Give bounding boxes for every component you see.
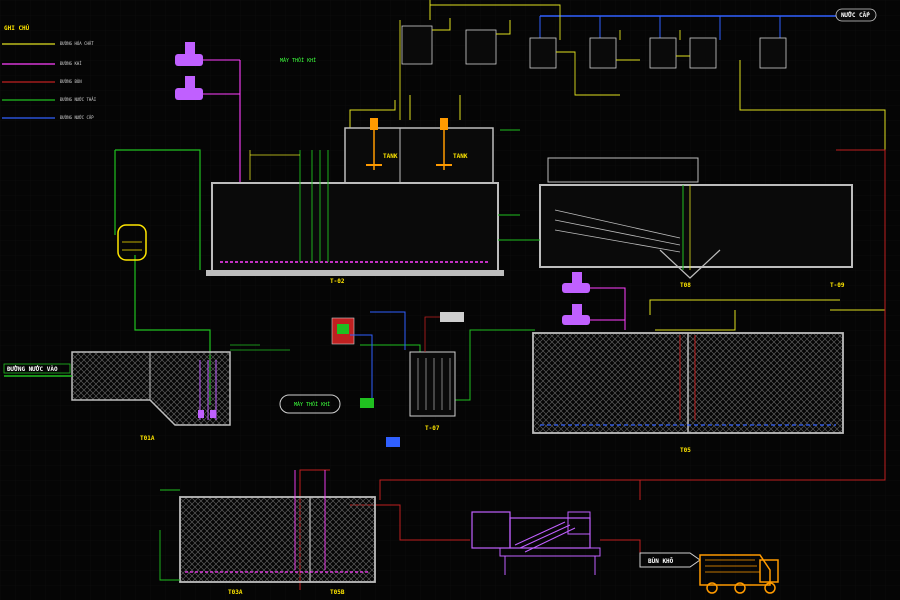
chemical-tank — [759, 37, 787, 69]
legend: GHI CHÚ ĐƯỜNG HÓA CHẤT ĐƯỜNG KHÍ ĐƯỜNG B… — [2, 25, 97, 120]
chemical-dosing-tanks — [349, 0, 886, 311]
compressor-label: MÁY THỔI KHÍ — [294, 400, 330, 408]
legend-item-sludge: ĐƯỜNG BÙN — [2, 79, 82, 84]
aerotank-t02: T-02 — [206, 150, 504, 285]
chemical-tank — [689, 37, 717, 69]
water-supply-label: NƯỚC CẤP — [841, 12, 870, 19]
blower — [562, 315, 590, 325]
chemical-tank — [649, 37, 677, 69]
filter-press — [471, 511, 601, 575]
inlet-label: ĐƯỜNG NƯỚC VÀO — [7, 366, 58, 373]
process-equipment-middle: MÁY THỔI KHÍ T-07 — [279, 311, 464, 447]
tank-label: T03A — [228, 589, 243, 596]
inlet-tank-t01a: T01A — [71, 351, 231, 442]
tank-label: T-07 — [425, 425, 440, 432]
tank-label: T05B — [330, 589, 345, 596]
blower-motor — [185, 42, 195, 56]
blower-motor — [185, 76, 195, 90]
tank-label: T05 — [680, 447, 691, 454]
inlet-label-group: ĐƯỜNG NƯỚC VÀO — [3, 363, 72, 377]
mixer: TANK — [366, 118, 398, 170]
legend-label: ĐƯỜNG KHÍ — [60, 61, 82, 66]
legend-label: ĐƯỜNG BÙN — [60, 79, 82, 84]
tank-label: T01A — [140, 435, 155, 442]
pump — [360, 398, 374, 408]
chemical-trunk-lines — [249, 4, 681, 180]
legend-item-waste: ĐƯỜNG NƯỚC THẢI — [2, 97, 97, 102]
legend-item-supply: ĐƯỜNG NƯỚC CẤP — [2, 115, 94, 120]
sludge-output: BÙN KHÔ — [639, 552, 779, 594]
tank-label: T08 — [680, 282, 691, 289]
legend-label: ĐƯỜNG HÓA CHẤT — [60, 41, 94, 46]
chemical-tank — [589, 37, 617, 69]
water-supply-header: NƯỚC CẤP — [539, 8, 877, 40]
legend-label: ĐƯỜNG NƯỚC THẢI — [60, 97, 97, 102]
tank-label: T-02 — [330, 278, 345, 285]
tank-label: T-09 — [830, 282, 845, 289]
water-supply-inlet — [835, 8, 877, 22]
tank-t03: T03A T05B — [159, 470, 376, 596]
air-compressor — [279, 394, 341, 414]
chemical-tank — [465, 29, 497, 65]
legend-item-air: ĐƯỜNG KHÍ — [2, 61, 82, 66]
air-blowers: MÁY THỔI KHÍ — [175, 42, 316, 240]
blower — [175, 54, 203, 66]
pump — [386, 437, 400, 447]
chemical-storage-tank — [117, 224, 147, 261]
legend-title: GHI CHÚ — [4, 25, 30, 32]
mixer-label: TANK — [453, 153, 468, 160]
dump-truck — [699, 554, 779, 594]
chemical-tank — [401, 25, 433, 65]
pump — [440, 312, 464, 322]
mbr-module — [409, 351, 456, 417]
coagulation-tank: TANK TANK — [344, 118, 494, 184]
legend-item-chem: ĐƯỜNG HÓA CHẤT — [2, 41, 94, 46]
sludge-hopper — [639, 552, 701, 568]
blower — [175, 88, 203, 100]
sludge-output-label: BÙN KHÔ — [648, 558, 674, 565]
legend-label: ĐƯỜNG NƯỚC CẤP — [60, 115, 94, 120]
right-blowers — [562, 272, 840, 331]
blower — [562, 283, 590, 293]
blower-label: MÁY THỔI KHÍ — [280, 56, 316, 64]
mixer: TANK — [436, 118, 468, 170]
chemical-tank — [529, 37, 557, 69]
mixer-label: TANK — [383, 153, 398, 160]
sludge-tank-t10: T05 — [532, 332, 844, 454]
settler-t08: T08 T-09 — [539, 157, 853, 289]
